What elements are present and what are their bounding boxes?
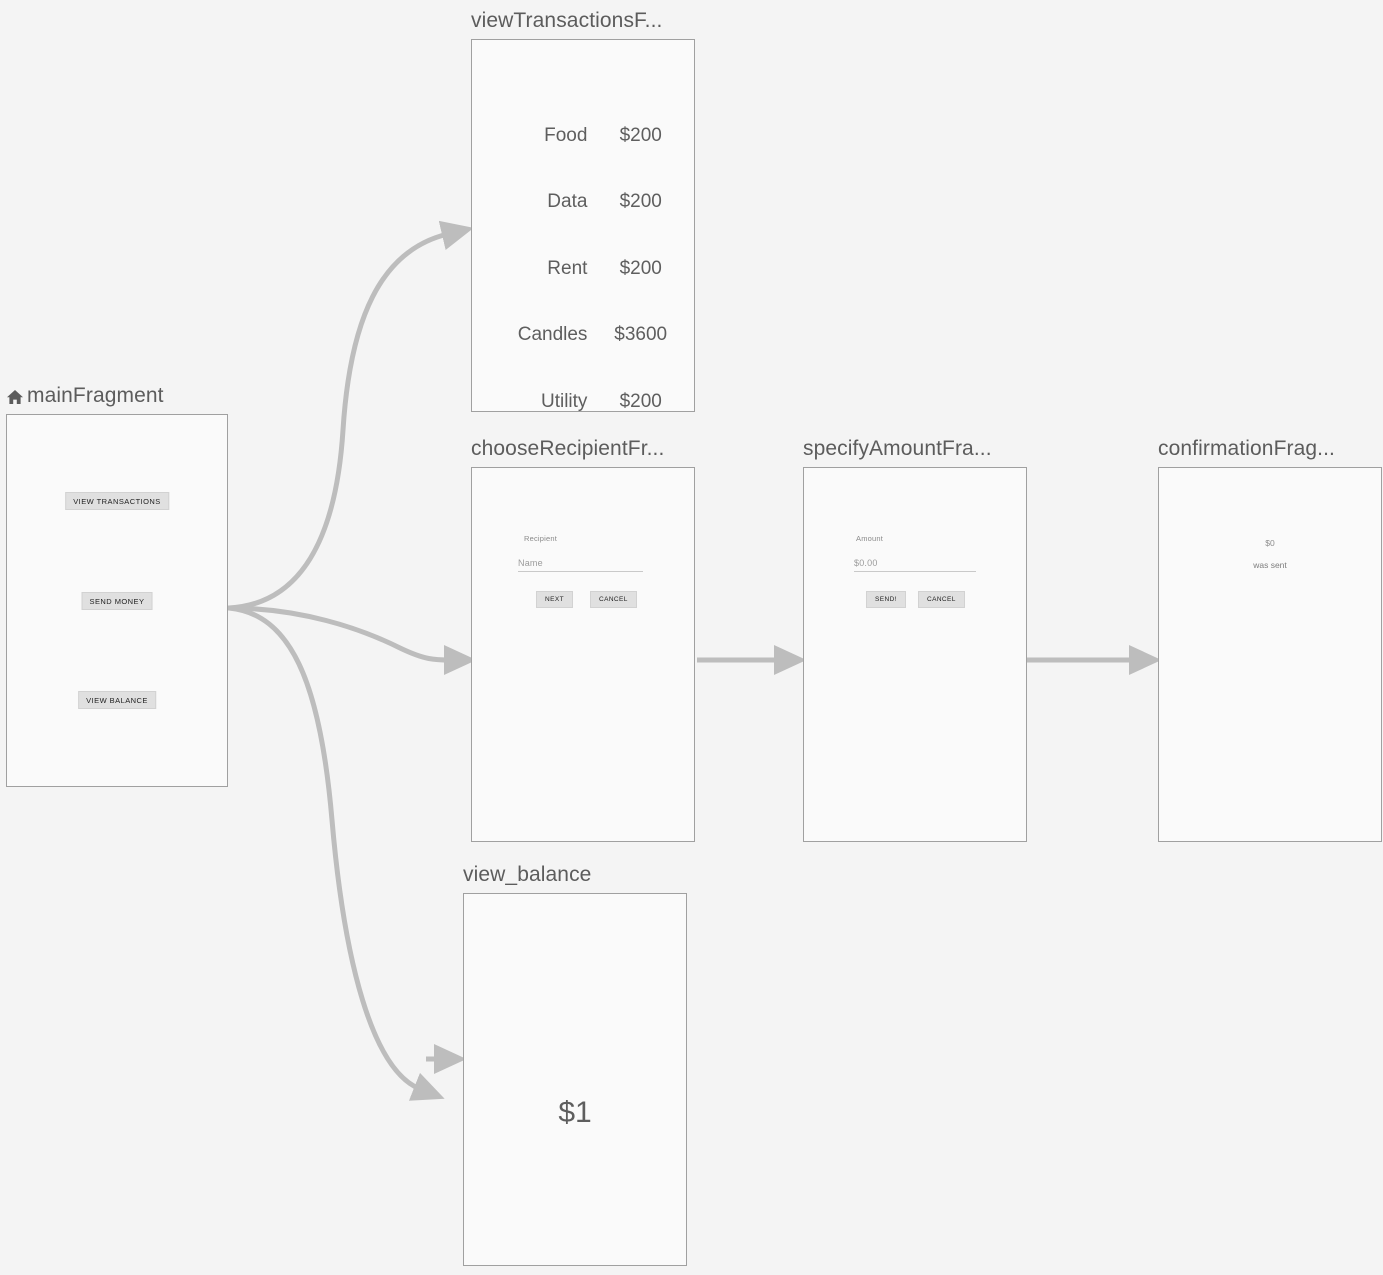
transaction-amount: $200 — [619, 391, 662, 412]
confirmation-amount: $0 — [1265, 538, 1275, 548]
confirmation-status: was sent — [1253, 560, 1287, 570]
balance-amount: $1 — [558, 1096, 592, 1129]
recipient-cancel-button[interactable]: CANCEL — [590, 591, 637, 608]
recipient-next-button[interactable]: NEXT — [536, 591, 573, 608]
node-main-fragment-title: mainFragment — [6, 383, 228, 409]
transaction-category: Rent — [547, 258, 588, 279]
transaction-category: Data — [547, 191, 588, 212]
main-fragment-frame[interactable]: VIEW TRANSACTIONS SEND MONEY VIEW BALANC… — [6, 414, 228, 787]
specify-amount-frame[interactable]: Amount $0.00 SEND! CANCEL — [803, 467, 1027, 842]
transaction-amount: $3600 — [614, 324, 668, 345]
node-view-balance-title: view_balance — [463, 863, 592, 886]
amount-cancel-button[interactable]: CANCEL — [918, 591, 965, 608]
node-view-transactions-title: viewTransactionsF... — [471, 9, 663, 32]
node-specify-amount-fragment[interactable]: specifyAmountFra... Amount $0.00 SEND! C… — [803, 436, 1027, 842]
recipient-name-input[interactable]: Name — [518, 558, 643, 572]
node-view-balance-fragment[interactable]: view_balance $1 — [463, 862, 687, 1266]
transaction-row: Rent $200 — [472, 258, 694, 280]
transaction-amount: $200 — [619, 258, 662, 279]
node-view-transactions-fragment[interactable]: viewTransactionsF... Food $200 Data $200… — [471, 8, 695, 412]
view-transactions-frame[interactable]: Food $200 Data $200 Rent $200 Candles $3… — [471, 39, 695, 412]
transaction-category: Utility — [540, 391, 588, 412]
transaction-category: Food — [544, 125, 588, 146]
amount-field-label: Amount — [856, 534, 884, 543]
node-specify-amount-title: specifyAmountFra... — [803, 437, 992, 460]
node-confirmation-title: confirmationFrag... — [1158, 437, 1335, 460]
node-choose-recipient-fragment[interactable]: chooseRecipientFr... Recipient Name NEXT… — [471, 436, 695, 842]
transaction-row: Data $200 — [472, 191, 694, 213]
view-transactions-button[interactable]: VIEW TRANSACTIONS — [65, 492, 169, 510]
send-money-button[interactable]: SEND MONEY — [81, 592, 153, 610]
node-main-fragment[interactable]: mainFragment VIEW TRANSACTIONS SEND MONE… — [6, 383, 228, 787]
transaction-amount: $200 — [619, 191, 662, 212]
home-icon — [6, 387, 24, 405]
node-confirmation-fragment[interactable]: confirmationFrag... $0 was sent — [1158, 436, 1382, 842]
view-balance-button[interactable]: VIEW BALANCE — [78, 691, 156, 709]
transaction-row: Candles $3600 — [472, 324, 694, 346]
transaction-amount: $200 — [619, 125, 662, 146]
transaction-row: Utility $200 — [472, 391, 694, 412]
confirmation-frame[interactable]: $0 was sent — [1158, 467, 1382, 842]
recipient-field-label: Recipient — [524, 534, 558, 543]
view-balance-frame[interactable]: $1 — [463, 893, 687, 1266]
edge-main-to-view-transactions — [226, 220, 474, 611]
choose-recipient-frame[interactable]: Recipient Name NEXT CANCEL — [471, 467, 695, 842]
transaction-category: Candles — [517, 324, 588, 345]
edge-main-to-choose-recipient — [226, 605, 477, 675]
edge-main-to-view-balance — [226, 605, 445, 1101]
amount-input[interactable]: $0.00 — [854, 558, 976, 572]
node-choose-recipient-title: chooseRecipientFr... — [471, 437, 665, 460]
amount-send-button[interactable]: SEND! — [866, 591, 906, 608]
transaction-row: Food $200 — [472, 125, 694, 147]
node-main-fragment-label: mainFragment — [27, 384, 164, 407]
